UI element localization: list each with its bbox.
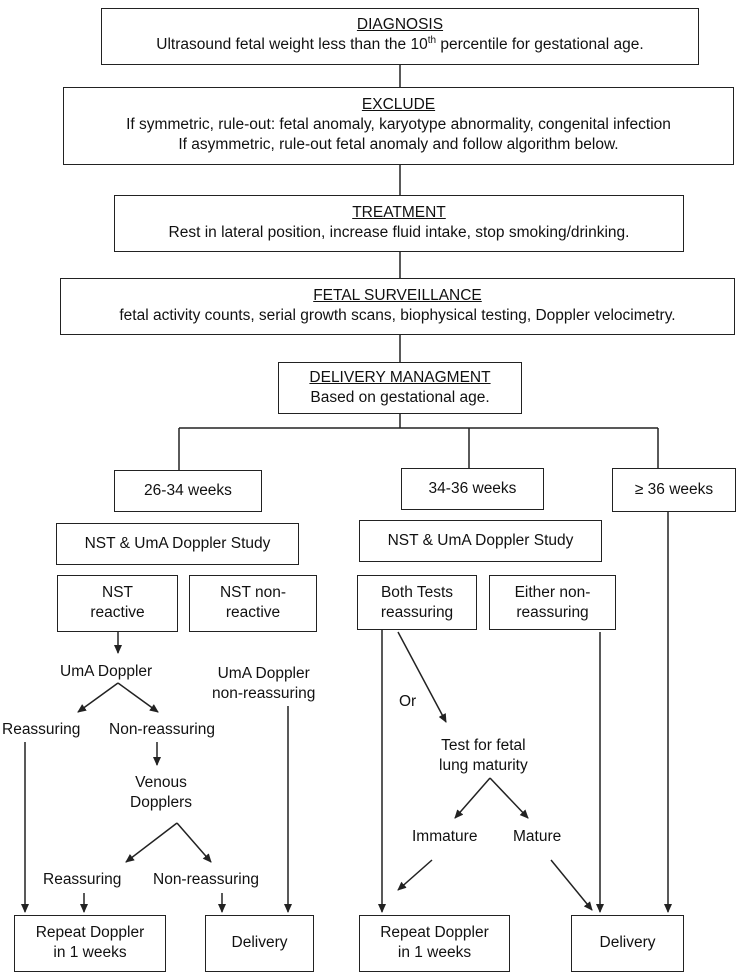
surveillance-text: fetal activity counts, serial growth sca… bbox=[119, 307, 676, 324]
delivery-management-box: DELIVERY MANAGMENT Based on gestational … bbox=[278, 362, 522, 414]
branch-34-36-weeks: 34-36 weeks bbox=[401, 468, 544, 510]
nst-nonreactive-box: NST non- reactive bbox=[189, 575, 317, 632]
right-delivery-box: Delivery bbox=[571, 915, 684, 972]
both-tests-reassuring-box: Both Tests reassuring bbox=[357, 575, 477, 630]
left-reassuring-label: Reassuring bbox=[2, 721, 81, 738]
mature-label: Mature bbox=[513, 828, 562, 845]
exclude-line1: If symmetric, rule-out: fetal anomaly, k… bbox=[126, 116, 671, 133]
left-study-box: NST & UmA Doppler Study bbox=[56, 523, 299, 565]
venous-dopplers-label: Venous Dopplers bbox=[130, 774, 193, 811]
uma-doppler-label: UmA Doppler bbox=[60, 663, 153, 680]
surveillance-heading: FETAL SURVEILLANCE bbox=[313, 287, 482, 304]
immature-label: Immature bbox=[412, 828, 478, 845]
uma-doppler-nonreassuring-label: UmA Doppler non-reassuring bbox=[212, 665, 316, 702]
middle-study-box: NST & UmA Doppler Study bbox=[359, 520, 602, 562]
treatment-text: Rest in lateral position, increase fluid… bbox=[168, 224, 630, 241]
branch-26-34-weeks: 26-34 weeks bbox=[114, 470, 262, 512]
nst-reactive-box: NST reactive bbox=[57, 575, 178, 632]
either-nonreassuring-box: Either non- reassuring bbox=[489, 575, 616, 630]
exclude-heading: EXCLUDE bbox=[361, 96, 436, 113]
test-lung-maturity-label: Test for fetal lung maturity bbox=[439, 737, 528, 774]
venous-reassuring-label: Reassuring bbox=[43, 871, 122, 888]
surveillance-box: FETAL SURVEILLANCE fetal activity counts… bbox=[60, 278, 735, 335]
exclude-box: EXCLUDE If symmetric, rule-out: fetal an… bbox=[63, 87, 734, 165]
branch-36-plus-weeks: ≥ 36 weeks bbox=[612, 468, 736, 512]
diagnosis-text: Ultrasound fetal weight less than the 10… bbox=[156, 34, 644, 53]
venous-non-reassuring-label: Non-reassuring bbox=[153, 871, 259, 888]
left-repeat-doppler-box: Repeat Doppler in 1 weeks bbox=[14, 915, 166, 972]
treatment-box: TREATMENT Rest in lateral position, incr… bbox=[114, 195, 684, 252]
delivery-management-heading: DELIVERY MANAGMENT bbox=[309, 369, 491, 386]
treatment-heading: TREATMENT bbox=[352, 204, 446, 221]
left-non-reassuring-label: Non-reassuring bbox=[109, 721, 215, 738]
exclude-line2: If asymmetric, rule-out fetal anomaly an… bbox=[178, 136, 619, 153]
delivery-management-text: Based on gestational age. bbox=[310, 389, 490, 406]
or-label: Or bbox=[399, 693, 417, 710]
diagnosis-box: DIAGNOSIS Ultrasound fetal weight less t… bbox=[101, 8, 699, 65]
diagnosis-heading: DIAGNOSIS bbox=[356, 16, 444, 33]
middle-repeat-doppler-box: Repeat Doppler in 1 weeks bbox=[359, 915, 510, 972]
left-delivery-box: Delivery bbox=[205, 915, 314, 972]
